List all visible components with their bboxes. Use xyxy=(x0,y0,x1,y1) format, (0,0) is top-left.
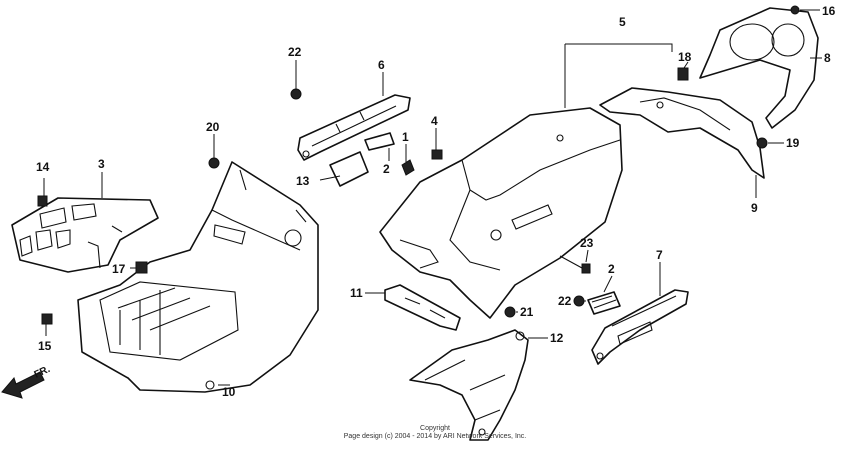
copyright-line-2: Page design (c) 2004 - 2014 by ARI Netwo… xyxy=(343,433,527,440)
callout-19: 19 xyxy=(786,136,800,150)
callout-23: 23 xyxy=(580,236,594,250)
part-12-lower-stay[interactable] xyxy=(409,329,529,441)
callout-8: 8 xyxy=(824,51,831,65)
callout-6: 6 xyxy=(378,58,385,72)
callout-22-lower: 22 xyxy=(558,294,572,308)
part-15-bolt[interactable] xyxy=(41,313,53,325)
part-7-side-rail[interactable] xyxy=(591,289,689,365)
part-11-bracket[interactable] xyxy=(384,284,461,331)
part-10-storage-box[interactable] xyxy=(77,161,319,393)
part-21-nut[interactable] xyxy=(504,306,516,318)
part-18-clip[interactable] xyxy=(677,67,689,81)
part-20-nut[interactable] xyxy=(208,157,220,169)
callout-17: 17 xyxy=(112,262,126,276)
leader-lines xyxy=(43,9,822,386)
callout-20: 20 xyxy=(206,120,220,134)
part-6-side-rail[interactable] xyxy=(297,94,411,161)
front-direction-arrow: FR. xyxy=(1,364,52,399)
callout-9: 9 xyxy=(751,201,758,215)
callout-2-upper: 2 xyxy=(383,162,390,176)
callout-18: 18 xyxy=(678,50,692,64)
callout-3: 3 xyxy=(98,157,105,171)
part-22-bolt-upper[interactable] xyxy=(290,88,302,100)
callout-13: 13 xyxy=(296,174,310,188)
callout-15: 15 xyxy=(38,339,52,353)
part-14-bolt[interactable] xyxy=(37,195,48,207)
callout-22-upper: 22 xyxy=(288,45,302,59)
callout-12: 12 xyxy=(550,331,564,345)
part-3-tray-bracket[interactable] xyxy=(11,197,159,273)
callout-10: 10 xyxy=(222,385,236,399)
part-16-bolt[interactable] xyxy=(790,5,800,15)
callout-7: 7 xyxy=(656,248,663,262)
part-8-housing[interactable] xyxy=(699,7,819,129)
direction-label: FR. xyxy=(33,364,52,381)
callout-labels: 1 2 2 3 4 5 6 7 8 9 10 11 12 13 14 15 16… xyxy=(36,4,836,399)
part-17-clip[interactable] xyxy=(135,261,148,274)
part-5-rear-fender[interactable] xyxy=(379,107,623,319)
part-22-bolt-lower[interactable] xyxy=(573,295,585,307)
callout-21: 21 xyxy=(520,305,534,319)
part-1-clip[interactable] xyxy=(401,159,415,176)
callout-5: 5 xyxy=(619,15,626,29)
callout-2-lower: 2 xyxy=(608,262,615,276)
callout-1: 1 xyxy=(402,130,409,144)
part-2-reflector-upper[interactable] xyxy=(364,132,395,151)
part-23-long-bolt[interactable] xyxy=(559,255,591,274)
part-4-nut[interactable] xyxy=(431,149,443,160)
arrow-icon xyxy=(1,371,45,399)
callout-4: 4 xyxy=(431,114,438,128)
part-13-pad[interactable] xyxy=(329,151,369,187)
part-19-nut[interactable] xyxy=(756,137,768,149)
callout-16: 16 xyxy=(822,4,836,18)
callout-11: 11 xyxy=(350,286,363,300)
part-2-reflector-lower[interactable] xyxy=(587,291,621,315)
part-9-tail-bracket[interactable] xyxy=(599,87,765,179)
copyright-line-1: Copyright xyxy=(420,425,450,432)
callout-14: 14 xyxy=(36,160,50,174)
